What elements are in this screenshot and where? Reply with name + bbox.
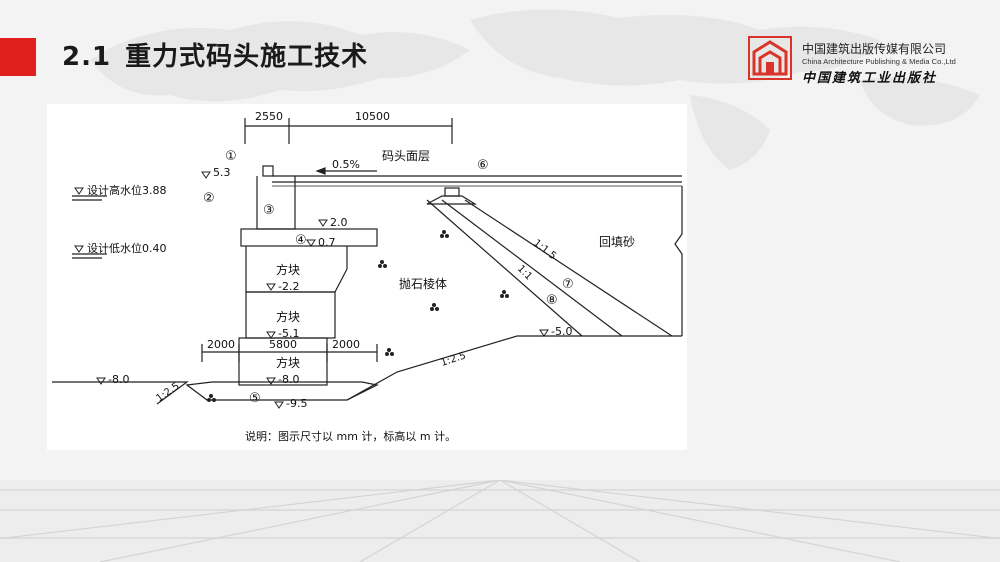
elev-block2-bottom: -5.1: [278, 327, 299, 340]
callout-6: ⑥: [477, 158, 489, 173]
publisher-name-calligraphy: 中国建筑工业出版社: [802, 71, 938, 86]
callout-1: ①: [225, 149, 237, 164]
water-level-high: 设计高水位3.88: [87, 183, 167, 197]
accent-bar: [0, 38, 36, 76]
label-block-3: 方块: [276, 355, 300, 370]
section-number: 2.1: [62, 42, 112, 72]
callout-4: ④: [295, 233, 307, 248]
seabed-line: [52, 381, 189, 405]
callout-7: ⑦: [562, 277, 574, 292]
dim-top-right: 10500: [355, 110, 390, 123]
label-ratio-1-2-5-left: 1:2.5: [154, 381, 181, 405]
dim-bottom-left: 2000: [207, 338, 235, 351]
label-ratio-1-2-5-right: 1:2.5: [440, 350, 468, 368]
diagram-note: 说明：图示尺寸以 mm 计，标高以 m 计。: [245, 429, 456, 443]
fender-cap: [426, 195, 478, 205]
publisher-name-cn: 中国建筑出版传媒有限公司: [802, 42, 947, 56]
elev-bed-bottom: -9.5: [286, 397, 307, 410]
dim-bottom-middle: 5800: [269, 338, 297, 351]
label-block-2: 方块: [276, 309, 300, 324]
label-block-1: 方块: [276, 262, 300, 277]
floor-decoration: [0, 480, 1000, 562]
label-backfill: 回填砂: [599, 235, 635, 249]
riprap-slope: [346, 335, 682, 401]
label-ratio-1-1-5: 1:1.5: [531, 238, 558, 262]
elev-seabed: -8.0: [108, 373, 129, 386]
publisher-logo-icon: [748, 36, 792, 80]
elev-beam-bottom: 0.7: [318, 236, 336, 249]
label-riprap: 抛石棱体: [399, 276, 447, 291]
label-slope: 0.5%: [332, 158, 360, 171]
callout-3: ③: [263, 203, 275, 218]
elev-wharf-top: 5.3: [213, 166, 231, 179]
page-title: 2.1 重力式码头施工技术: [62, 38, 368, 76]
diagram-svg: 2550 10500 2000 5800 2000 ① ② ③ ④ ⑤ ⑥ ⑦ …: [52, 110, 683, 443]
callout-8: ⑧: [546, 293, 558, 308]
title-text: 重力式码头施工技术: [125, 42, 369, 72]
water-level-low: 设计低水位0.40: [87, 241, 167, 255]
label-deck: 码头面层: [382, 149, 430, 163]
beam: [240, 228, 378, 247]
elev-block3-bottom: -8.0: [278, 373, 299, 386]
callout-2: ②: [203, 191, 215, 206]
publisher-name-en: China Architecture Publishing & Media Co…: [802, 57, 956, 66]
dim-top-left: 2550: [255, 110, 283, 123]
wharf-section-diagram: 2550 10500 2000 5800 2000 ① ② ③ ④ ⑤ ⑥ ⑦ …: [47, 104, 687, 450]
dim-bottom-right: 2000: [332, 338, 360, 351]
elev-filter-toe: -5.0: [551, 325, 572, 338]
elev-cap-top: 2.0: [330, 216, 348, 229]
publisher-brand: 中国建筑出版传媒有限公司 China Architecture Publishi…: [748, 36, 988, 86]
elev-block1-bottom: -2.2: [278, 280, 299, 293]
callout-5: ⑤: [249, 391, 261, 406]
